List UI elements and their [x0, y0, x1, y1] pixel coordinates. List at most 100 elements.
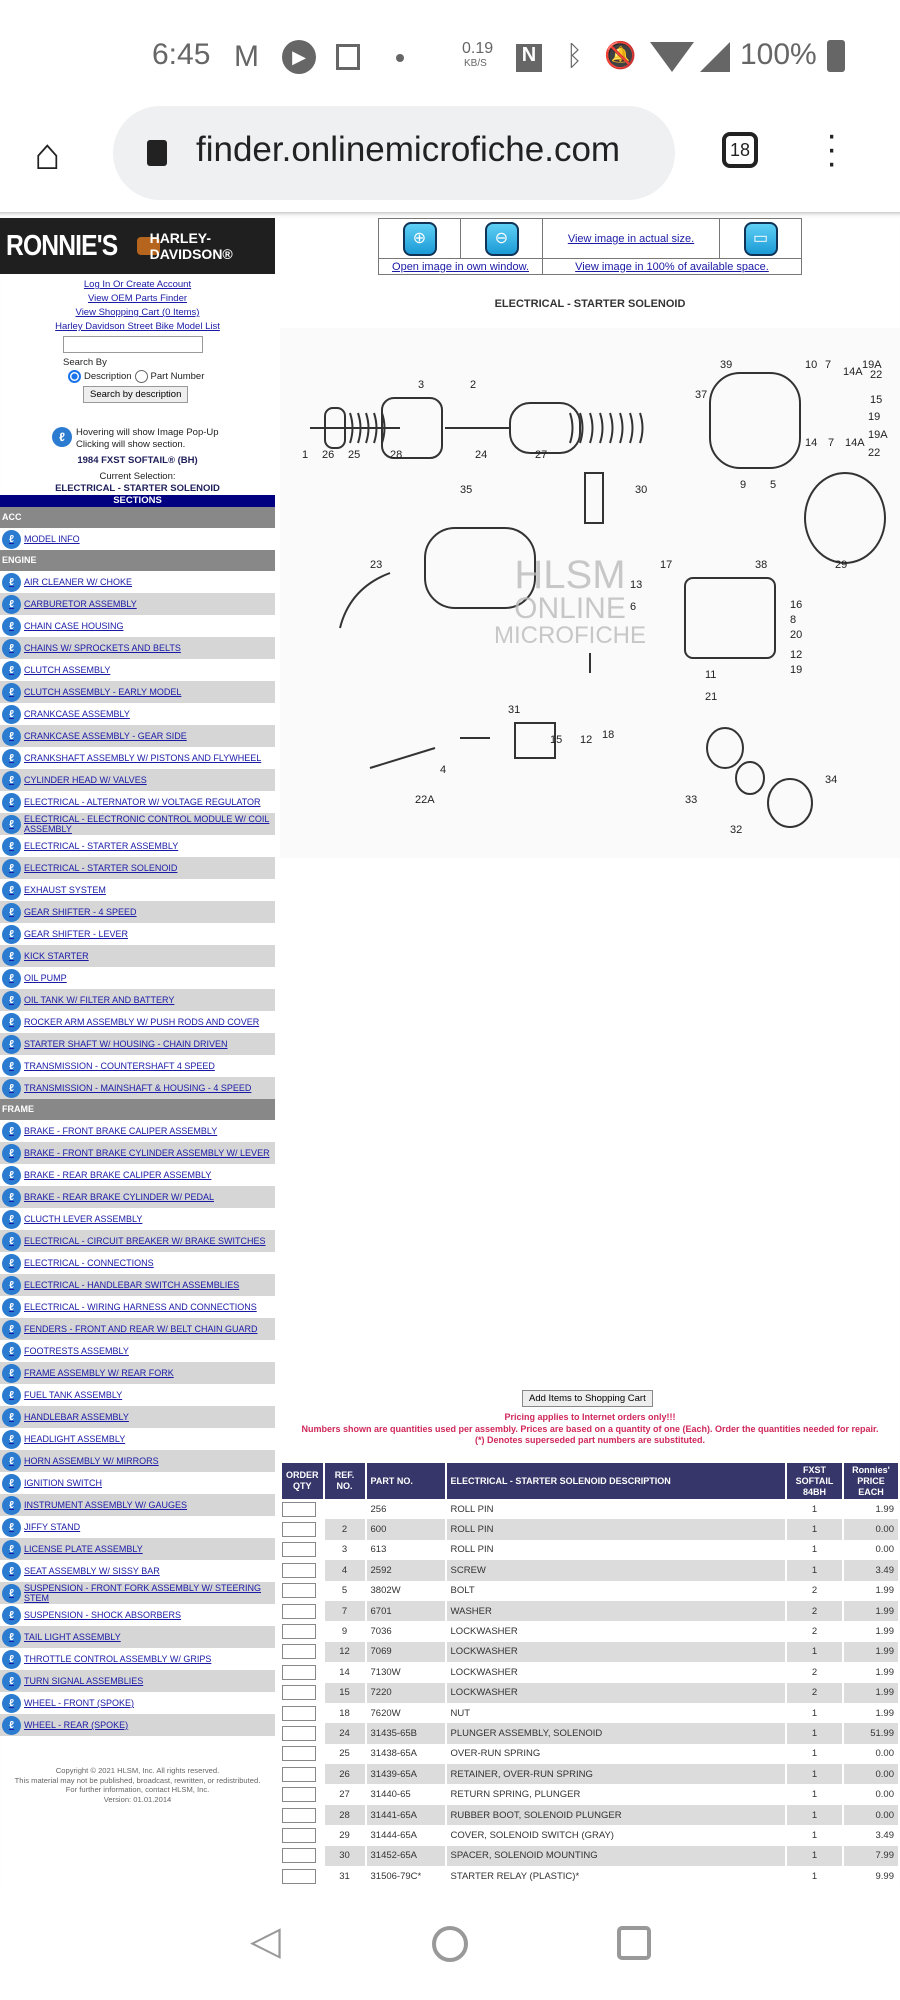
back-icon[interactable]: ◁ [250, 1919, 281, 1963]
url-text[interactable]: finder.onlinemicrofiche.com [196, 130, 621, 169]
zoom-in-button[interactable]: ⊕ [402, 221, 437, 256]
order-qty-input[interactable] [282, 1542, 316, 1558]
radio-part-number[interactable] [134, 370, 148, 383]
print-button[interactable]: ▭ [743, 221, 778, 256]
oem-parts-finder-link[interactable]: View OEM Parts Finder [87, 293, 188, 304]
order-qty-input[interactable] [282, 1603, 316, 1619]
actual-size-link[interactable]: View image in actual size. [567, 232, 695, 245]
order-qty-input[interactable] [282, 1725, 316, 1741]
search-button[interactable]: Search by description [83, 386, 189, 403]
order-qty-input[interactable] [282, 1685, 316, 1701]
part-no: 31440-65 [370, 1789, 411, 1801]
order-qty-input[interactable] [282, 1746, 316, 1762]
order-qty-input[interactable] [282, 1807, 316, 1823]
order-qty-input[interactable] [282, 1766, 316, 1782]
zoom-out-button[interactable]: ⊖ [484, 221, 519, 256]
order-qty-input[interactable] [282, 1562, 316, 1578]
callout-label: 31 [508, 704, 520, 716]
login-link[interactable]: Log In Or Create Account [83, 279, 192, 290]
full-space-link[interactable]: View image in 100% of available space. [575, 260, 769, 273]
tab-switcher-button[interactable]: 18 [722, 132, 758, 168]
home-nav-icon[interactable] [432, 1926, 468, 1962]
order-qty-input[interactable] [282, 1583, 316, 1599]
order-qty-input[interactable] [282, 1827, 316, 1843]
order-qty-input[interactable] [282, 1705, 316, 1721]
home-icon[interactable]: ⌂ [34, 130, 61, 179]
order-qty-input[interactable] [282, 1787, 316, 1803]
recents-icon[interactable] [617, 1926, 651, 1960]
order-qty-input[interactable] [282, 1644, 316, 1660]
order-qty-input[interactable] [282, 1868, 316, 1884]
order-qty-input[interactable] [282, 1664, 316, 1680]
model-list-link[interactable]: Harley Davidson Street Bike Model List [55, 321, 220, 332]
add-to-cart-button[interactable]: Add Items to Shopping Cart [522, 1390, 653, 1407]
address-bar[interactable] [113, 106, 675, 200]
order-qty-input[interactable] [282, 1522, 316, 1538]
order-qty-input[interactable] [282, 1624, 316, 1640]
link-icon: ℓ [2, 1715, 21, 1735]
radio-description[interactable] [68, 370, 81, 383]
more-menu-icon[interactable]: ··· [826, 116, 838, 182]
order-qty-input[interactable] [282, 1501, 316, 1517]
shopping-cart-link[interactable]: View Shopping Cart (0 Items) [75, 307, 200, 318]
order-qty-input[interactable] [282, 1848, 316, 1864]
search-input[interactable] [63, 336, 203, 353]
own-window-link[interactable]: Open image in own window. [392, 260, 529, 273]
